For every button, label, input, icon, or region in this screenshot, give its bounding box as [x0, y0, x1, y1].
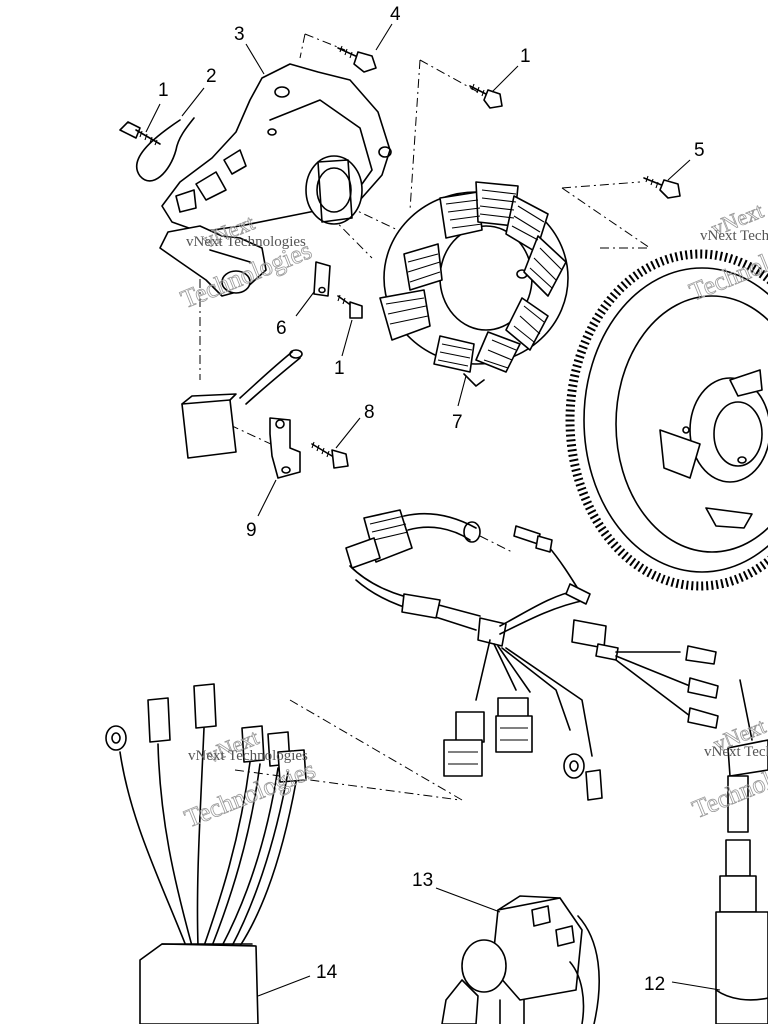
screw-middle [337, 294, 363, 319]
small-bracket [313, 261, 331, 297]
stator-plate [159, 63, 392, 297]
screw-top-right [469, 83, 503, 109]
terminal-bundle [105, 683, 307, 1024]
screw-top [337, 45, 377, 73]
callout-12: 12 [644, 974, 665, 995]
callout-2: 2 [206, 66, 217, 87]
screw-five [643, 175, 681, 199]
leader-lines [145, 23, 721, 997]
flywheel [565, 249, 768, 591]
callout-4: 4 [390, 4, 401, 25]
starter-solenoid [441, 895, 600, 1024]
screw-left [119, 121, 161, 146]
callout-14: 14 [316, 962, 338, 983]
wire-clamp [269, 417, 301, 479]
watermark-small-1: vNext Technologies [186, 234, 306, 250]
callout-13: 13 [412, 870, 433, 891]
screw-eight [311, 441, 349, 469]
watermark-small-2: vNext Technologies [188, 748, 308, 764]
callout-5: 5 [694, 140, 705, 161]
callout-9: 9 [246, 520, 257, 541]
callout-1-left: 1 [158, 80, 169, 101]
callout-7: 7 [452, 412, 463, 433]
watermark-small-3: vNext Technologies [700, 228, 768, 244]
wire-clip [135, 117, 195, 182]
starter-motor [715, 679, 768, 1024]
regulator-connector [181, 349, 303, 459]
watermark-small-4: vNext Technologies [704, 744, 768, 760]
stator-coil-assembly [379, 181, 569, 387]
callout-1-middle: 1 [334, 358, 345, 379]
callout-numbers: 1 2 3 4 1 5 6 1 7 8 9 13 14 12 [158, 4, 705, 995]
wiring-harness [345, 509, 719, 801]
callout-6: 6 [276, 318, 287, 339]
callout-8: 8 [364, 402, 375, 423]
callout-1-top-right: 1 [520, 46, 531, 67]
callout-3: 3 [234, 24, 245, 45]
